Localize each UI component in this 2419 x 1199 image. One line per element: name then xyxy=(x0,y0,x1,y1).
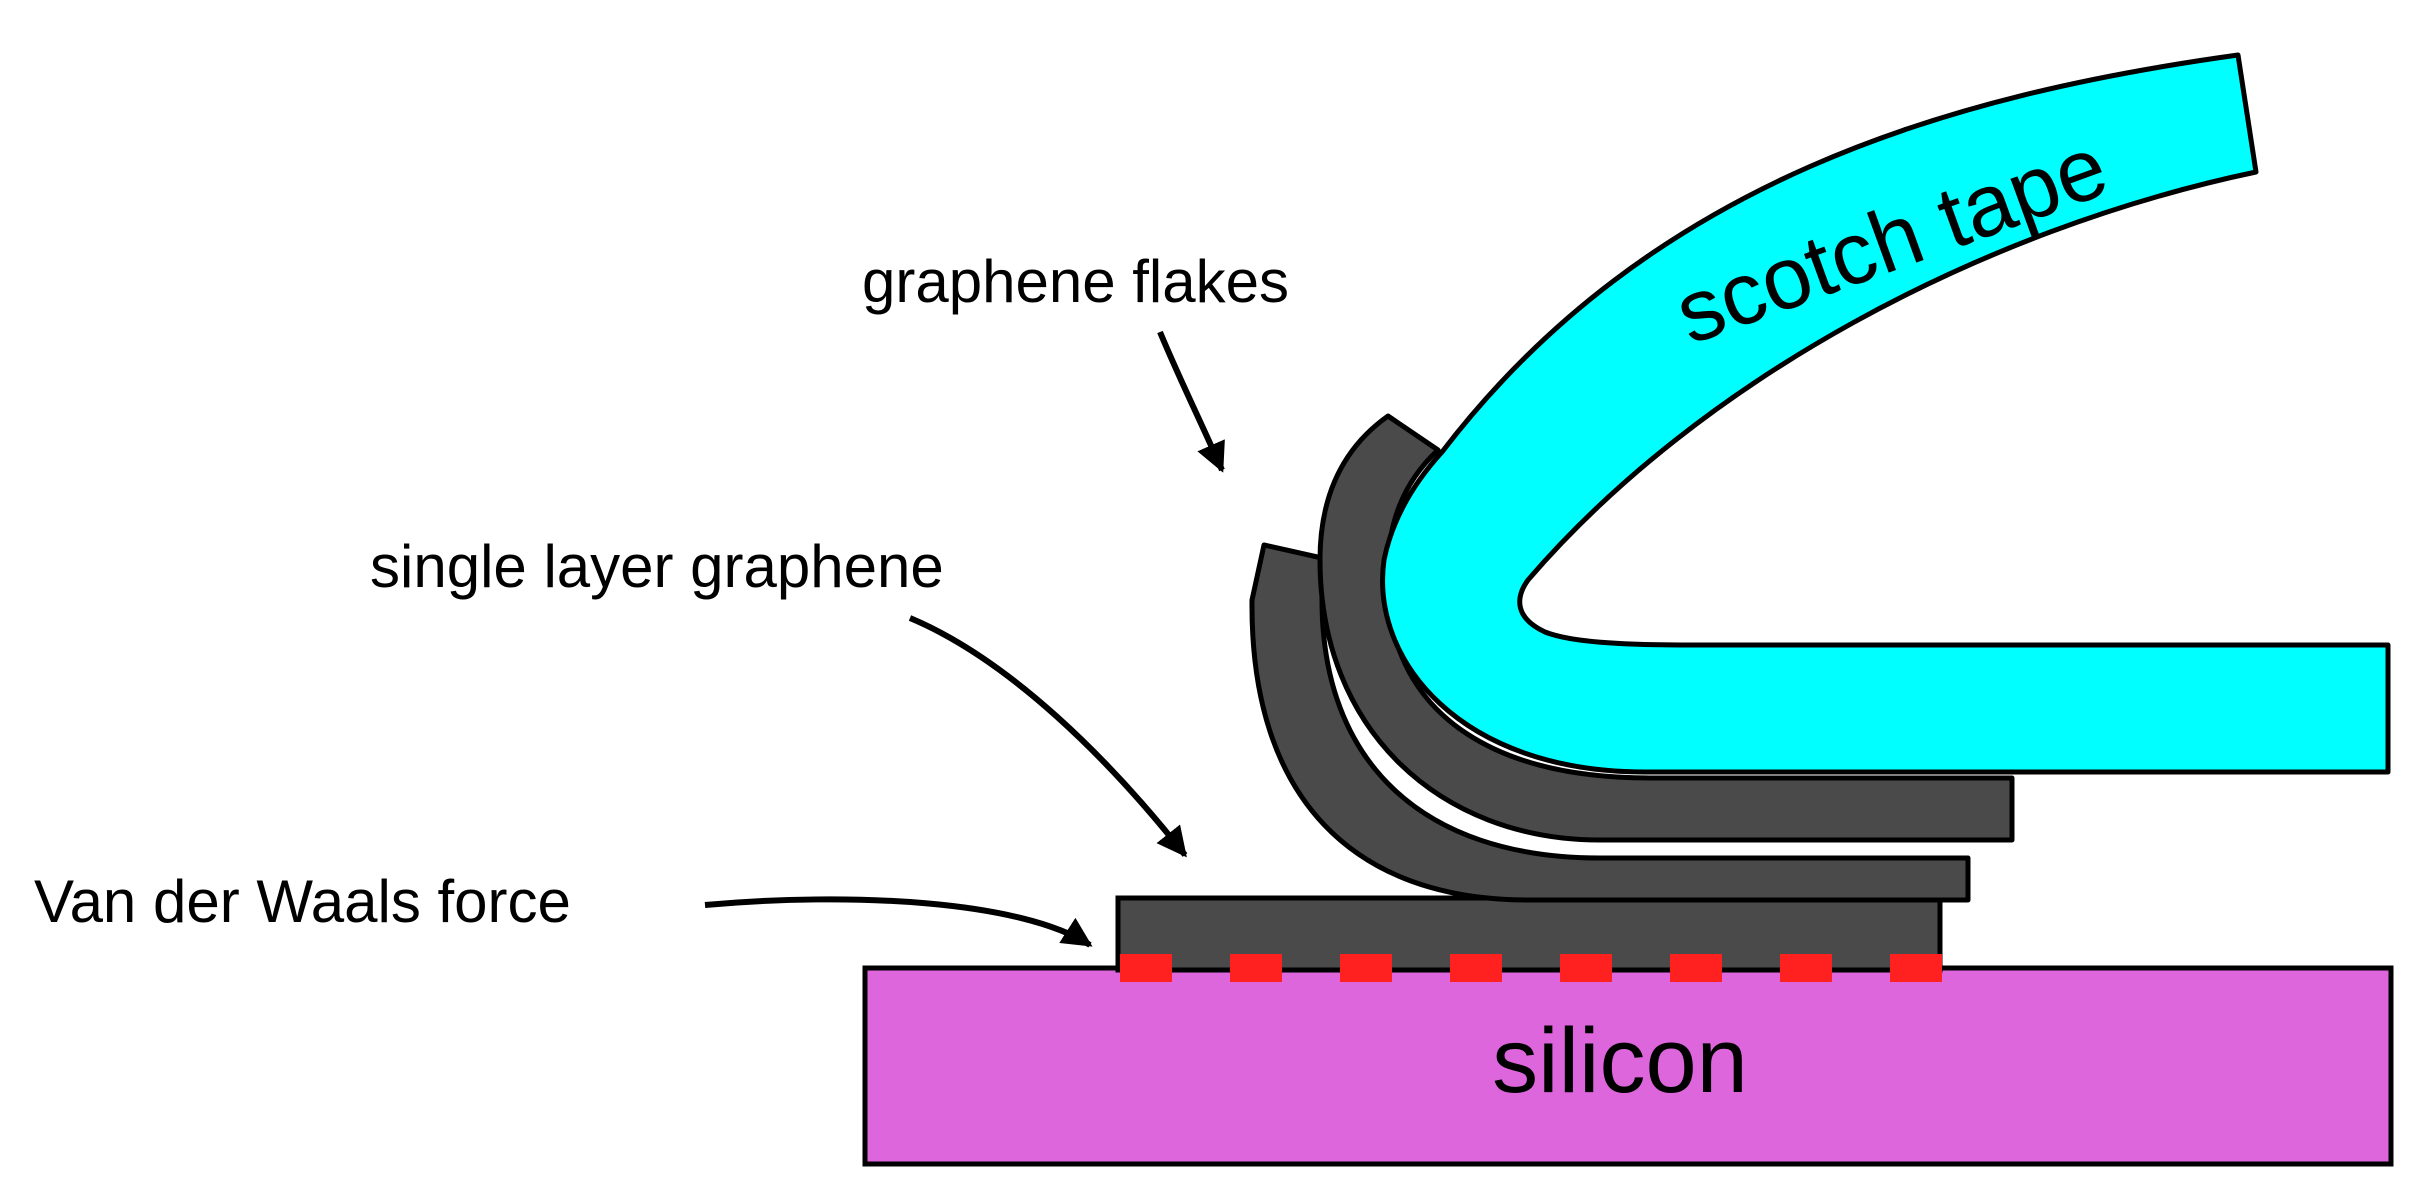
van-der-waals-force-label: Van der Waals force xyxy=(34,868,571,935)
graphene-flakes-label: graphene flakes xyxy=(862,248,1289,315)
graphene-flakes-arrow xyxy=(1157,330,1225,473)
van-der-waals-force-arrow xyxy=(704,896,1093,948)
graphene-flake-outer xyxy=(1249,542,1971,903)
van-der-waals-bonds xyxy=(1120,954,1942,982)
scotch-tape xyxy=(1380,52,2391,775)
single-layer-graphene-label: single layer graphene xyxy=(370,533,944,600)
silicon-substrate xyxy=(862,965,2394,1167)
single-layer-graphene-arrow xyxy=(908,615,1188,858)
silicon-label: silicon xyxy=(1492,1010,1748,1112)
graphene-flake-middle xyxy=(1317,413,2015,843)
